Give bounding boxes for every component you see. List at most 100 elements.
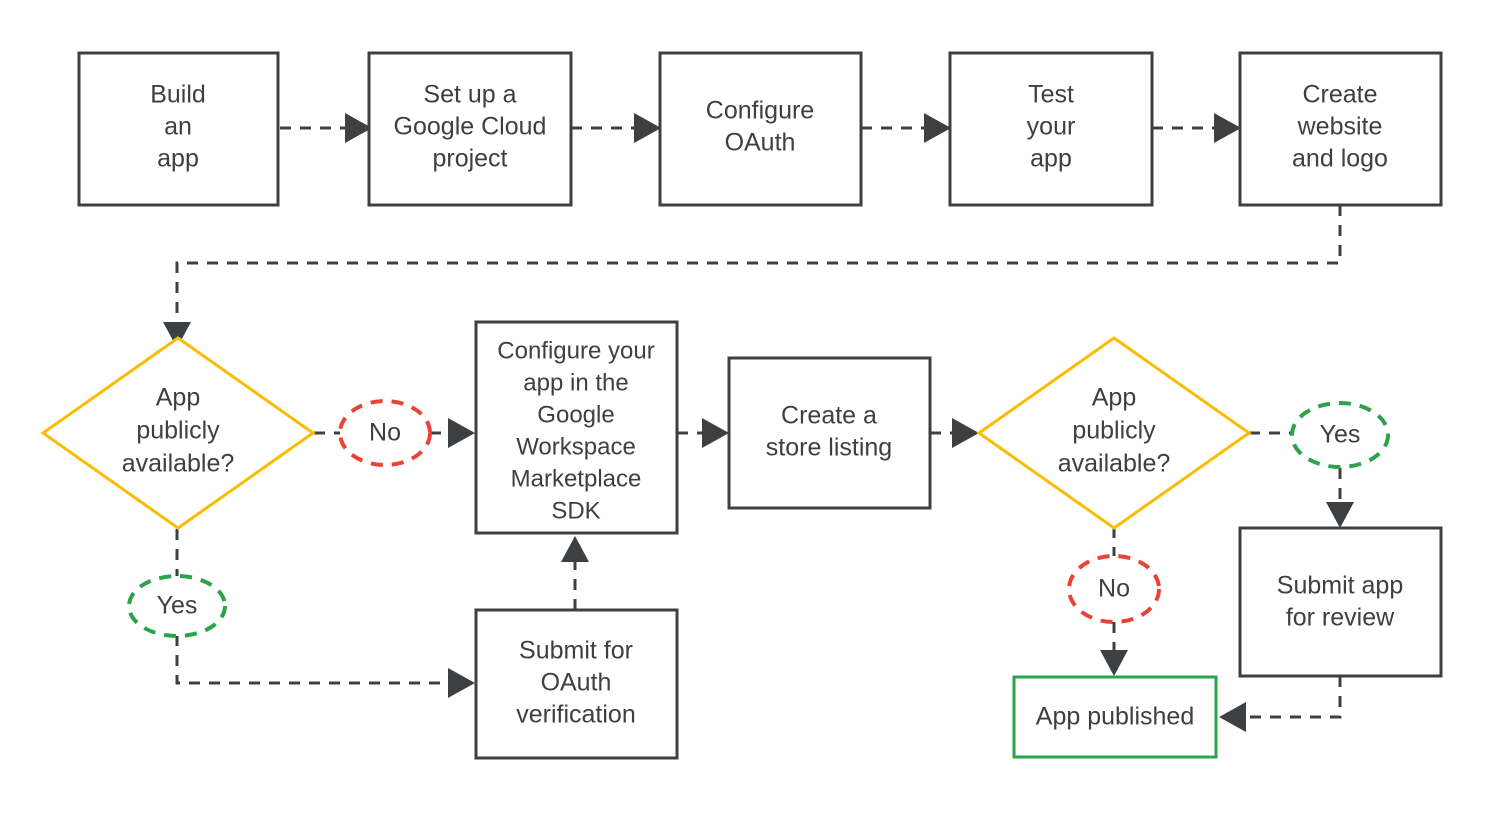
node-label-line: Build (150, 81, 206, 109)
edge-configure-oauth-to-test-app (861, 113, 951, 143)
node-submit-app-for-review[interactable]: Submit app for review (1238, 526, 1443, 678)
node-configure-app-in-marketplace-sdk[interactable]: Configure your app in the Google Workspa… (474, 320, 679, 535)
arrowhead-icon (634, 113, 661, 143)
node-diamond[interactable] (40, 336, 316, 530)
edge-decision-left-no-to-sdk-config (314, 418, 475, 448)
node-app-publicly-available-left[interactable]: App publicly available? (40, 336, 316, 530)
node-label-line: your (1027, 113, 1076, 141)
node-create-a-store-listing[interactable]: Create a store listing (727, 356, 932, 510)
node-box[interactable] (474, 320, 679, 535)
label-text: Yes (1320, 421, 1361, 449)
arrowhead-icon (345, 113, 372, 143)
node-box[interactable] (1238, 51, 1443, 207)
arrowhead-icon (561, 536, 589, 562)
node-set-up-google-cloud-project[interactable]: Set up a Google Cloud project (367, 51, 573, 207)
edge-label-no-left: No (338, 399, 432, 467)
node-app-published[interactable]: App published (1012, 675, 1218, 759)
node-box[interactable] (1238, 526, 1443, 678)
node-label-line: Marketplace (511, 465, 642, 492)
node-label-line: App (156, 384, 200, 412)
label-text: Yes (157, 592, 198, 620)
node-label-line: store listing (766, 434, 892, 462)
node-label-line: Google Cloud (394, 113, 547, 141)
node-box[interactable] (367, 51, 573, 207)
node-label-line: verification (516, 701, 636, 729)
edge-line (175, 635, 448, 685)
edge-test-app-to-website-logo (1152, 113, 1241, 143)
node-label-line: OAuth (541, 669, 612, 697)
node-label-line: OAuth (725, 129, 796, 157)
node-label-line: and logo (1292, 145, 1388, 173)
node-label-line: project (432, 145, 507, 173)
node-label-line: publicly (1072, 417, 1156, 445)
node-label-line: Set up a (423, 81, 516, 109)
node-label-line: website (1297, 113, 1383, 141)
node-label-line: available? (1058, 450, 1171, 478)
edge-build-app-to-gcp-project (280, 113, 372, 143)
label-ellipse (338, 399, 432, 467)
arrowhead-icon (952, 418, 979, 448)
edge-decision-left-yes-to-oauth-verify (175, 529, 475, 698)
arrowhead-icon (702, 418, 729, 448)
edge-decision-right-yes-to-submit-review (1249, 431, 1354, 528)
node-label-line: Create (1302, 81, 1377, 109)
node-label-line: publicly (136, 417, 220, 445)
label-text: No (369, 419, 401, 447)
arrowhead-icon (1326, 502, 1354, 528)
node-box[interactable] (1012, 675, 1218, 759)
node-label-line: for review (1286, 604, 1395, 632)
node-submit-for-oauth-verification[interactable]: Submit for OAuth verification (474, 608, 679, 760)
node-label-line: App (1092, 384, 1136, 412)
node-diamond[interactable] (976, 336, 1252, 530)
node-label-line: Configure your (497, 337, 654, 364)
node-label-line: App published (1036, 703, 1194, 731)
arrowhead-icon (924, 113, 951, 143)
edge-store-listing-to-decision-right (930, 418, 979, 448)
node-label-line: Submit for (519, 637, 633, 665)
edge-oauth-verify-to-sdk-config (561, 536, 589, 610)
arrowhead-icon (1100, 650, 1128, 676)
node-label-line: app (157, 145, 199, 173)
node-test-your-app[interactable]: Test your app (948, 51, 1154, 207)
node-label-line: app (1030, 145, 1072, 173)
arrowhead-icon (1219, 702, 1246, 732)
label-ellipse (1290, 401, 1390, 469)
label-ellipse (1067, 554, 1161, 624)
arrowhead-icon (1214, 113, 1241, 143)
edge-submit-review-to-app-published (1219, 676, 1342, 732)
node-create-website-and-logo[interactable]: Create website and logo (1238, 51, 1443, 207)
edge-line (1246, 676, 1342, 719)
label-text: No (1098, 575, 1130, 603)
node-label-line: Test (1028, 81, 1074, 109)
edge-gcp-project-to-configure-oauth (571, 113, 661, 143)
edge-line (175, 205, 1342, 322)
node-label-line: an (164, 113, 192, 141)
node-app-publicly-available-right[interactable]: App publicly available? (976, 336, 1252, 530)
node-label-line: app in the (523, 369, 628, 396)
node-label-line: Google (537, 401, 614, 428)
node-box[interactable] (658, 51, 863, 207)
node-build-an-app[interactable]: Build an app (77, 51, 280, 207)
node-label-line: Workspace (516, 433, 636, 460)
node-label-line: Configure (706, 97, 814, 125)
node-configure-oauth[interactable]: Configure OAuth (658, 51, 863, 207)
node-box[interactable] (474, 608, 679, 760)
node-box[interactable] (727, 356, 932, 510)
arrowhead-icon (163, 322, 191, 348)
label-ellipse (127, 574, 227, 638)
node-box[interactable] (948, 51, 1154, 207)
edge-decision-right-no-to-app-published (1100, 527, 1128, 676)
node-label-line: available? (122, 450, 235, 478)
arrowhead-icon (448, 668, 475, 698)
node-label-line: Submit app (1277, 572, 1403, 600)
node-label-line: SDK (551, 497, 600, 524)
edge-label-no-right: No (1067, 554, 1161, 624)
edge-label-yes-left: Yes (127, 574, 227, 638)
arrowhead-icon (448, 418, 475, 448)
node-box[interactable] (77, 51, 280, 207)
edge-label-yes-right: Yes (1290, 401, 1390, 469)
edge-sdk-config-to-store-listing (677, 418, 729, 448)
node-label-line: Create a (781, 402, 877, 430)
